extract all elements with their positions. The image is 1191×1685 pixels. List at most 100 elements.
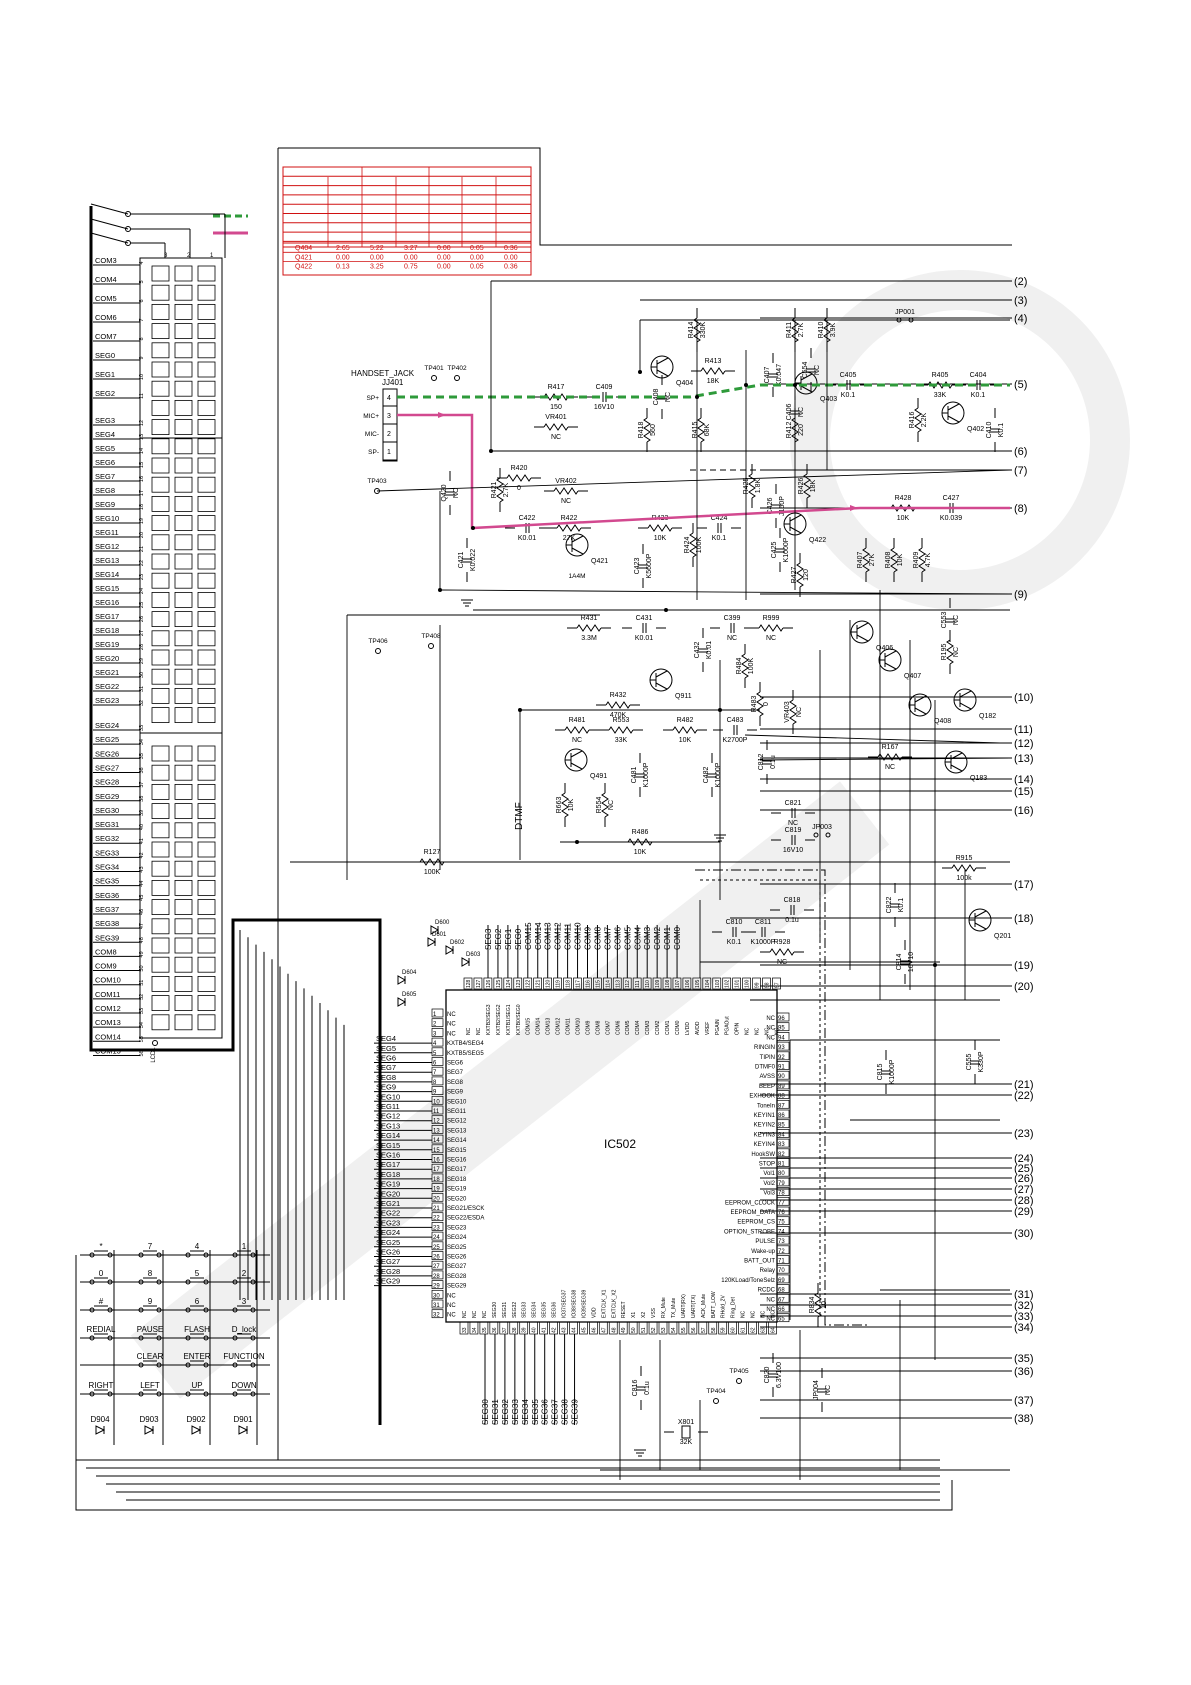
diode-symbol [430,925,440,935]
frame [277,147,1012,1460]
transistor-ref: Q911 [675,693,692,700]
part-value: 100K [748,658,755,675]
ic-ref: IC502 [604,1137,636,1151]
path-legend [213,214,248,235]
wire [856,634,869,642]
ic-pin-number: 117 [575,980,581,988]
keypad-key-label: CLEAR [137,1352,164,1361]
connector-number: (17) [1014,879,1034,891]
ic-pin-number: 10 [433,1099,440,1105]
table-value: 3.25 [370,264,384,271]
lcd-pin-label: SEG8 [95,486,115,495]
ic-pin-box [588,1321,598,1335]
lcd-pin-number: 8 [139,337,145,340]
lcd-pin [125,226,131,232]
ic-pin-box [608,1321,618,1335]
lcd-pin-label: SEG30 [95,806,119,815]
part-value: 10K [897,515,910,522]
ic-pin-number: 61 [741,1327,747,1333]
part-ref: C432 [694,642,701,659]
lcd-segment [151,534,170,551]
keypad-key-label: LEFT [140,1381,160,1390]
lcd-segment [151,707,170,723]
ic-pin-name: SEG33 [522,1302,528,1318]
lcd-pin-label: COM10 [95,976,121,985]
resistor-symbol [601,792,609,818]
tx-arrow [438,412,446,418]
ic-pin-number: 20 [433,1196,440,1202]
ic-pin-box [776,1109,790,1119]
junction [933,963,937,967]
ic-pin-number: 78 [778,1191,785,1197]
ic-pin-number: 7 [433,1070,437,1076]
lcd-segment [197,860,216,877]
connector-number: (22) [1014,1090,1034,1102]
ic-pin-number: 55 [681,1327,687,1333]
ic-pin-box [678,1321,688,1335]
part-ref: R426 [798,478,805,495]
ic-pin-name: SEG15 [447,1148,467,1154]
table-value: 0.00 [437,245,451,252]
part-ref: R482 [677,717,694,724]
part-value: K330P [978,1051,985,1072]
jack-body [382,388,398,462]
ic-pin-box [431,1028,444,1037]
ic-pin-number: 48 [611,1327,617,1333]
keypad-key-label: 0 [99,1269,104,1278]
lcd-pin-number: 31 [139,686,145,692]
ic-pin-number: 97 [774,982,780,988]
part-value: 18K [810,479,817,492]
lcd-segment [197,611,216,627]
ic-net-label: SEG12 [376,1112,400,1121]
ic-pin-name: SEG7 [447,1070,464,1076]
part-value: 330K [700,322,707,339]
lcd-segment [151,918,170,935]
lcd-segment [197,457,216,474]
connector-number: (23) [1014,1128,1034,1140]
resistor-symbol [608,726,634,734]
lcd-segment [197,822,216,839]
table-value: 3.27 [404,245,418,252]
connector-number: (4) [1014,313,1027,325]
ic-pin-box [431,1018,444,1028]
ic-pin-number: 33 [462,1327,468,1333]
lcd-segment [174,495,193,512]
ic-pin-box [772,977,781,990]
ic-pin-box [431,1134,444,1144]
ic-pin-number: 109 [655,979,661,988]
ic-pin-number: 50 [631,1327,637,1333]
lcd-segment [197,534,216,551]
ic-pin-name: RESET [621,1301,627,1318]
ic-pin-box [519,1321,529,1335]
lcd-segment [174,1014,193,1031]
connector-number: (38) [1014,1413,1034,1425]
part-ref: C423 [634,558,641,575]
lcd-pin-number: 43 [139,866,145,872]
ic-pin-name: ACK_Mute [701,1294,707,1318]
ic-pin-name: SEG35 [542,1302,548,1318]
resistor-symbol [700,367,726,375]
transistor-ref: Q183 [970,775,987,782]
ic-pin-name: X2 [641,1312,647,1318]
lcd-segment [174,515,193,531]
resistor-symbol [643,417,651,443]
ic-pin-name: PGAOut [725,1016,731,1035]
resistor-symbol [789,699,797,725]
ic-pin-number: 47 [601,1327,607,1333]
part-value: 10K [654,535,667,542]
part-value: NC [796,707,803,717]
connector-number: (12) [1014,738,1034,750]
lcd-pin-number: 24 [139,588,145,594]
ic-pin-box [698,1321,708,1335]
ic-pin-name: SEG34 [532,1302,538,1318]
lcd-pin-label: SEG29 [95,792,119,801]
ic-pin-number: 12 [433,1119,440,1125]
diode-ref: D600 [435,920,450,926]
part-ref: R431 [581,615,598,622]
connector-number: (30) [1014,1228,1034,1240]
jack-pin-number: 4 [387,395,391,402]
part-ref: C812 [758,754,765,771]
part-ref: R407 [857,552,864,569]
wire [744,734,1001,744]
